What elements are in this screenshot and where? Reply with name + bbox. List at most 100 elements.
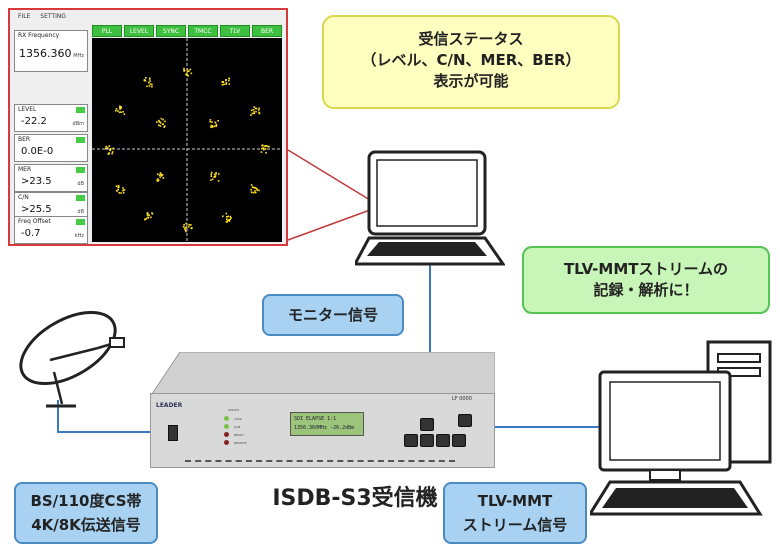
constellation-point: [122, 192, 125, 194]
mer-panel: MER >23.5 dB: [14, 164, 88, 192]
down-button[interactable]: [420, 434, 434, 447]
constellation-point: [190, 224, 192, 226]
constellation-point: [215, 172, 217, 175]
menu-bar: FILE SETTING: [10, 10, 286, 24]
constellation-point: [162, 177, 165, 179]
constellation-point: [217, 120, 219, 122]
constellation-point: [228, 220, 231, 222]
constellation-point: [185, 226, 188, 228]
tab-pll[interactable]: PLL: [92, 25, 122, 37]
constellation-point: [210, 126, 212, 129]
constellation-point: [228, 79, 230, 82]
constellation-point: [226, 216, 228, 218]
usb-port[interactable]: [168, 425, 178, 441]
constellation-point: [160, 117, 163, 120]
constellation-point: [119, 105, 121, 108]
right-button[interactable]: [452, 434, 466, 447]
tab-level[interactable]: LEVEL: [124, 25, 154, 37]
rx-frequency-value: 1356.360: [19, 47, 72, 60]
constellation-point: [120, 106, 123, 108]
constellation-point: [187, 226, 190, 228]
constellation-point: [159, 125, 162, 127]
constellation-point: [263, 148, 265, 151]
constellation-point: [253, 106, 256, 108]
constellation-point: [264, 148, 267, 150]
tlv-callout-line1: TLV-MMTストリームの: [563, 260, 729, 278]
level-status-indicator: [76, 107, 85, 113]
constellation-point: [210, 124, 213, 127]
constellation-point: [185, 73, 188, 75]
constellation-point: [184, 227, 186, 229]
constellation-point: [213, 125, 216, 128]
constellation-point: [112, 147, 115, 150]
constellation-point: [214, 121, 217, 124]
constellation-point: [105, 145, 107, 148]
led-alm: [224, 424, 229, 429]
enter-button[interactable]: [436, 434, 450, 447]
freq-offset-value: -0.7: [21, 228, 41, 239]
constellation-point: [258, 111, 260, 114]
tab-ber[interactable]: BER: [252, 25, 282, 37]
constellation-point: [214, 175, 216, 178]
rx-frequency-panel: RX Frequency 1356.360 MHz: [14, 30, 88, 72]
constellation-point: [146, 85, 148, 88]
menu-file[interactable]: FILE: [18, 13, 31, 20]
receiver-top: [150, 352, 495, 397]
constellation-point: [117, 188, 119, 191]
constellation-point: [225, 83, 227, 85]
constellation-point: [123, 113, 126, 115]
constellation-point: [120, 111, 122, 113]
constellation-point: [218, 173, 220, 175]
menu-setting[interactable]: SETTING: [40, 13, 67, 20]
constellation-point: [157, 180, 159, 182]
constellation-point: [217, 180, 220, 182]
constellation-point: [209, 120, 211, 123]
constellation-point: [157, 178, 159, 180]
constellation-point: [149, 80, 151, 82]
constellation-display: [92, 38, 282, 242]
constellation-point: [106, 146, 109, 149]
level-label: LEVEL: [18, 106, 37, 113]
constellation-point: [254, 107, 257, 110]
receiver-status-screenshot: FILE SETTING PLL LEVEL SYNC TMCC TLV BER…: [8, 8, 288, 246]
constellation-point: [213, 173, 216, 176]
receiver-label: ISDB-S3受信機: [272, 486, 438, 511]
constellation-point: [262, 144, 264, 147]
constellation-point: [162, 118, 164, 121]
ber-value: 0.0E-0: [21, 146, 54, 157]
constellation-point: [264, 145, 266, 148]
constellation-point: [230, 217, 232, 219]
tab-sync[interactable]: SYNC: [156, 25, 186, 37]
menu-button[interactable]: [458, 414, 472, 427]
cn-value: >25.5: [21, 204, 52, 215]
constellation-point: [186, 74, 189, 76]
constellation-point: [209, 119, 212, 121]
constellation-point: [159, 172, 162, 174]
up-button[interactable]: [420, 418, 434, 431]
laptop-icon: [355, 150, 505, 266]
constellation-point: [211, 126, 214, 128]
constellation-point: [145, 77, 147, 79]
led-remote: [224, 440, 229, 445]
constellation-point: [256, 189, 259, 191]
constellation-point: [186, 68, 189, 71]
constellation-point: [115, 108, 118, 110]
constellation-point: [221, 81, 224, 83]
callout-line-top: [287, 149, 371, 201]
constellation-point: [228, 77, 230, 80]
left-button[interactable]: [404, 434, 418, 447]
constellation-point: [225, 212, 228, 215]
led-ready: [224, 432, 229, 437]
status-callout-line2: （レベル、C/N、MER、BER）: [361, 51, 581, 69]
desktop-pc-icon: [590, 340, 772, 516]
constellation-point: [118, 192, 120, 194]
freq-offset-unit: kHz: [74, 233, 84, 239]
satellite-dish-icon: [19, 310, 125, 408]
tab-tmcc[interactable]: TMCC: [188, 25, 218, 37]
tab-tlv[interactable]: TLV: [220, 25, 250, 37]
constellation-point: [213, 175, 215, 178]
constellation-point: [210, 179, 212, 181]
constellation-point: [225, 81, 228, 84]
tlv-callout-line2: 記録・解析に！: [593, 281, 699, 299]
constellation-point: [146, 214, 149, 216]
